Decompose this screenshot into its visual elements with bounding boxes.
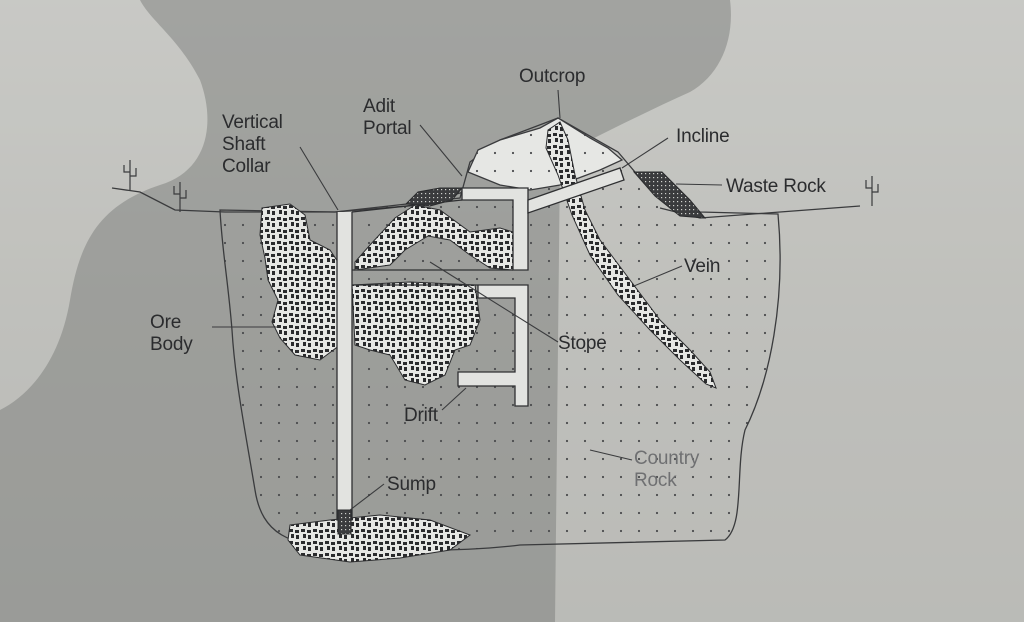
- leader-lines: [212, 89, 723, 511]
- label-line: Vertical: [222, 112, 283, 133]
- label-adit-portal: Adit Portal: [363, 96, 412, 140]
- label-incline: Incline: [676, 126, 730, 147]
- ore-body-left: [259, 203, 341, 361]
- label-line: Body: [150, 334, 193, 355]
- label-line: Rock: [634, 470, 677, 491]
- label-line: Country: [634, 448, 700, 469]
- label-line: Portal: [363, 118, 412, 139]
- label-drift: Drift: [404, 405, 438, 426]
- cactus-icon: [865, 176, 879, 206]
- label-vertical-shaft-collar: Vertical Shaft Collar: [222, 112, 283, 178]
- label-vein: Vein: [684, 256, 721, 277]
- label-outcrop: Outcrop: [519, 66, 586, 87]
- waste-rock-pile: [632, 171, 707, 219]
- vein: [545, 121, 717, 389]
- cactus-icon: [123, 160, 137, 190]
- drift-tunnel: [352, 284, 529, 407]
- sump-pit: [337, 509, 352, 535]
- ore-body-sump: [287, 514, 472, 563]
- incline-tunnel: [527, 167, 625, 214]
- vertical-shaft: [336, 212, 353, 521]
- cactus-icon: [173, 182, 187, 212]
- label-stope: Stope: [558, 333, 607, 354]
- label-line: Collar: [222, 156, 271, 177]
- label-line: Adit: [363, 96, 395, 117]
- label-ore-body: Ore Body: [150, 312, 193, 356]
- label-country-rock: Country Rock: [634, 448, 699, 492]
- label-sump: Sump: [387, 474, 436, 495]
- label-waste-rock: Waste Rock: [726, 176, 826, 197]
- label-line: Ore: [150, 312, 182, 333]
- label-line: Shaft: [222, 134, 266, 155]
